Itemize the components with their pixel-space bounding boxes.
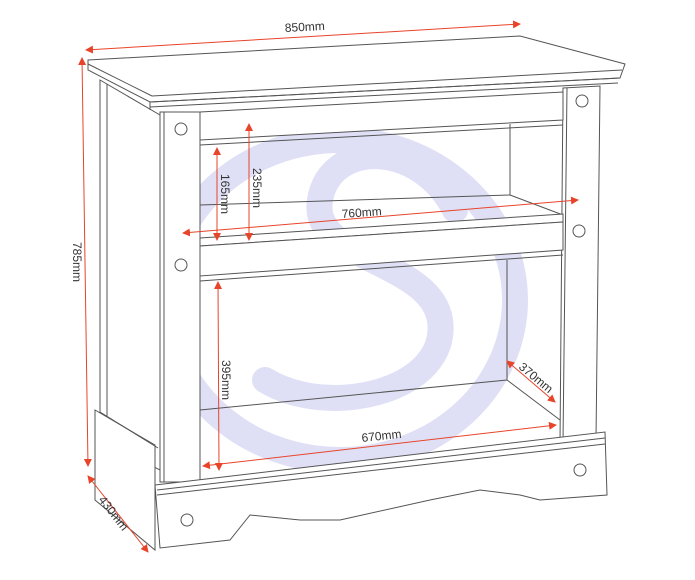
plinth-right-knob-icon bbox=[573, 463, 587, 477]
svg-text:395mm: 395mm bbox=[219, 360, 233, 400]
dimension-inner-depth: 370mm bbox=[506, 360, 556, 403]
right-top-knob-icon bbox=[575, 94, 589, 108]
top-rail bbox=[199, 91, 564, 141]
dimension-bottom-compartment-height: 395mm bbox=[214, 281, 233, 471]
svg-text:850mm: 850mm bbox=[284, 19, 325, 35]
left-top-knob-icon bbox=[174, 122, 188, 136]
dimension-top-compartment-height: 235mm bbox=[245, 123, 264, 241]
right-front-leg bbox=[559, 85, 601, 444]
svg-text:670mm: 670mm bbox=[361, 427, 402, 445]
left-mid-knob-icon bbox=[174, 258, 188, 272]
left-front-leg bbox=[159, 111, 201, 483]
svg-text:760mm: 760mm bbox=[341, 204, 382, 221]
dimension-overall-width: 850mm bbox=[85, 19, 521, 54]
svg-text:165mm: 165mm bbox=[218, 174, 232, 214]
dimension-shelf-gap-height: 165mm bbox=[213, 147, 232, 241]
svg-text:370mm: 370mm bbox=[516, 360, 556, 396]
plinth-left-knob-icon bbox=[180, 513, 194, 527]
svg-text:235mm: 235mm bbox=[250, 168, 264, 208]
dimension-bottom-compartment-width: 670mm bbox=[202, 421, 557, 470]
left-side-panel bbox=[99, 79, 161, 471]
dimension-overall-height: 785mm bbox=[70, 57, 92, 467]
svg-text:785mm: 785mm bbox=[70, 242, 84, 282]
